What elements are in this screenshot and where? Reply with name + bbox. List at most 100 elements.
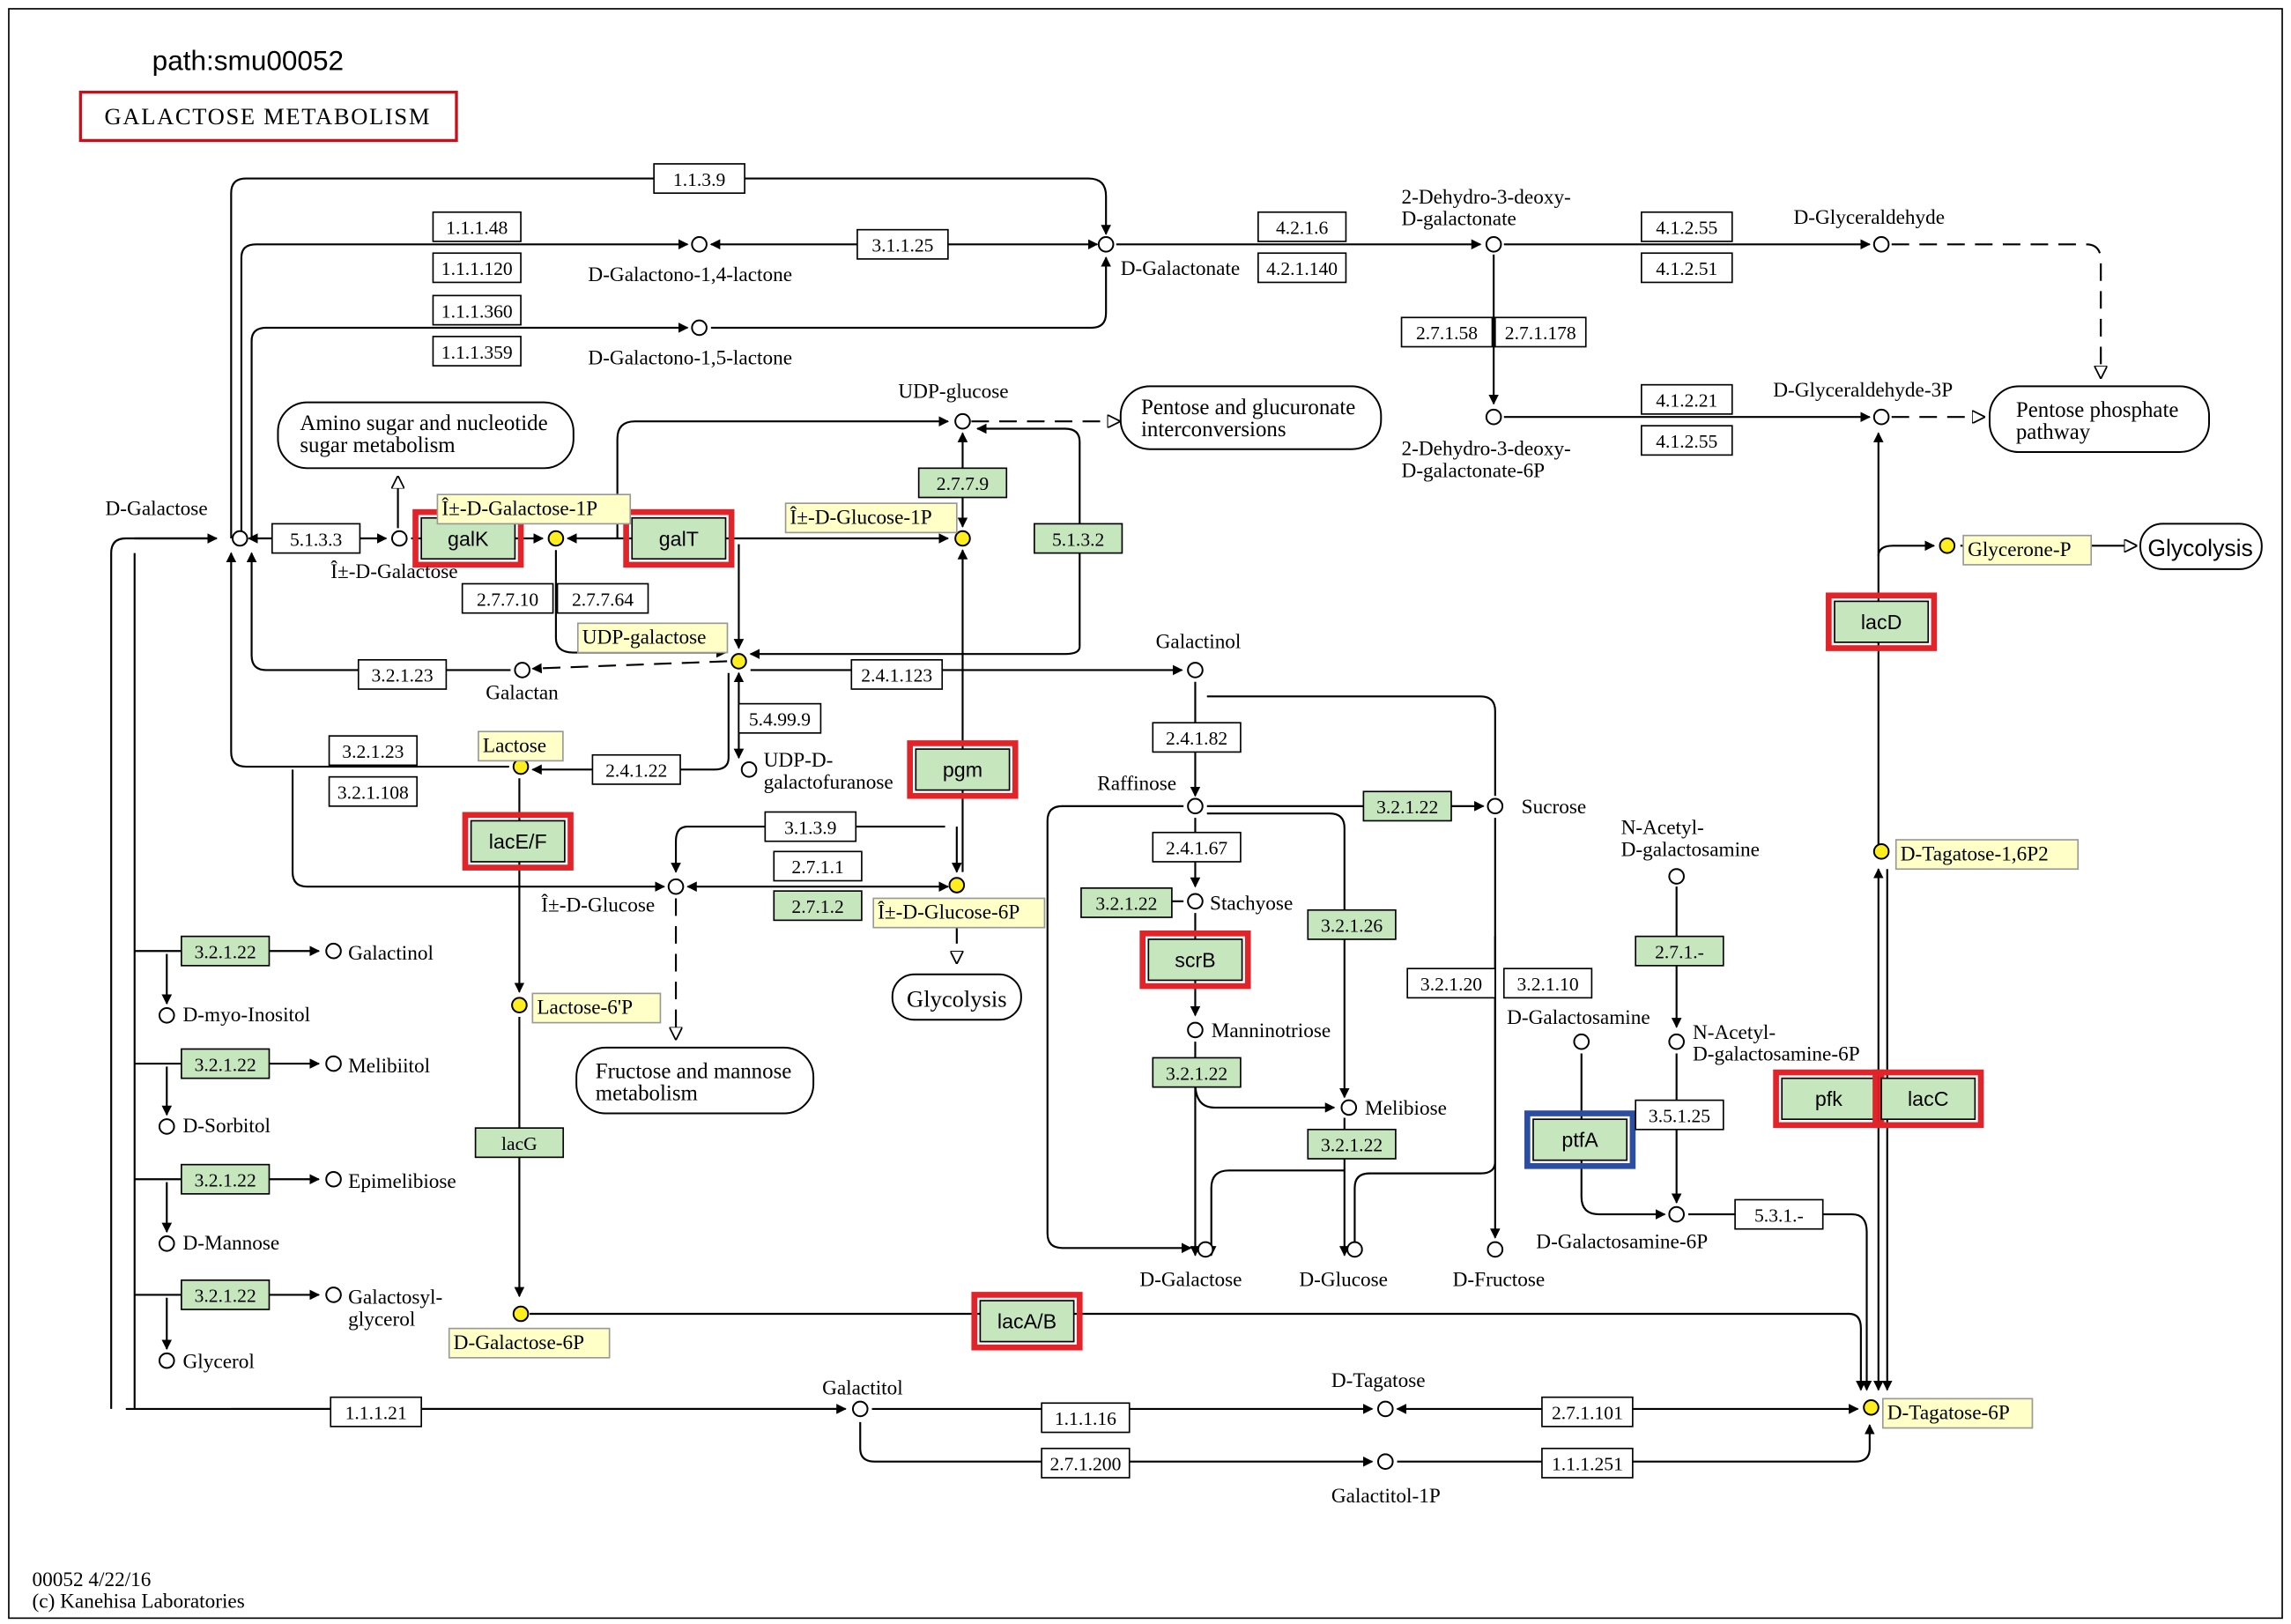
- compound-d_sorbitol[interactable]: D-Sorbitol: [158, 1115, 271, 1138]
- compound-node[interactable]: [1197, 1241, 1214, 1258]
- enzyme-e2779[interactable]: 2.7.7.9: [917, 467, 1008, 499]
- compound-node[interactable]: [1187, 662, 1204, 679]
- enzyme-e11148[interactable]: 1.1.1.48: [432, 211, 522, 242]
- compound-node[interactable]: [1487, 797, 1504, 815]
- compound-node[interactable]: [1487, 1241, 1504, 1258]
- enzyme-lacG[interactable]: lacG: [474, 1127, 565, 1159]
- enzyme-e41251[interactable]: 4.1.2.51: [1641, 252, 1733, 284]
- enzyme-e2712[interactable]: 2.7.1.2: [773, 890, 863, 922]
- map-pentose-phosphate[interactable]: Pentose phosphate pathway: [1988, 385, 2211, 454]
- compound-node[interactable]: [730, 653, 747, 670]
- enzyme-e32122_mel[interactable]: 3.2.1.22: [1307, 1128, 1397, 1160]
- compound-node[interactable]: [158, 1352, 175, 1369]
- compound-node[interactable]: [1872, 408, 1890, 426]
- compound-node[interactable]: [1872, 235, 1890, 253]
- compound-node[interactable]: [511, 997, 528, 1013]
- compound-node[interactable]: [954, 530, 971, 547]
- compound-d_galactose_6p[interactable]: D-Galactose-6P: [448, 1305, 611, 1359]
- compound-node[interactable]: [740, 761, 758, 778]
- compound-galactitol_1p[interactable]: Galactitol-1P: [1331, 1453, 1441, 1508]
- compound-a_d_glucose[interactable]: Î±-D-Glucose: [541, 878, 685, 917]
- enzyme-e27764[interactable]: 2.7.7.64: [556, 582, 649, 614]
- enzyme-e32122_suc[interactable]: 3.2.1.22: [1362, 790, 1452, 822]
- enzyme-e54999[interactable]: 5.4.99.9: [738, 702, 822, 734]
- enzyme-e111359[interactable]: 1.1.1.359: [432, 336, 522, 367]
- enzyme-e421140[interactable]: 4.2.1.140: [1257, 252, 1347, 284]
- compound-d_galactosamine_6p[interactable]: D-Galactosamine-6P: [1536, 1205, 1708, 1253]
- enzyme-e11116[interactable]: 1.1.1.16: [1041, 1402, 1131, 1434]
- compound-node[interactable]: [1346, 1241, 1363, 1258]
- compound-d_fructose[interactable]: D-Fructose: [1453, 1241, 1546, 1292]
- compound-node[interactable]: [1668, 1033, 1685, 1050]
- compound-d_tagatose_16p2[interactable]: D-Tagatose-1,6P2: [1872, 839, 2080, 871]
- compound-galactinol_left[interactable]: Galactinol: [325, 942, 434, 965]
- enzyme-e271dash[interactable]: 2.7.1.-: [1635, 935, 1724, 967]
- enzyme-e531dash[interactable]: 5.3.1.-: [1734, 1198, 1824, 1230]
- compound-stachyose[interactable]: Stachyose: [1187, 893, 1293, 916]
- enzyme-e32126[interactable]: 3.2.1.26: [1307, 908, 1397, 940]
- compound-node[interactable]: [1872, 843, 1890, 860]
- compound-node[interactable]: [390, 530, 408, 547]
- enzyme-e321108[interactable]: 3.2.1.108: [328, 775, 419, 807]
- compound-melibiose[interactable]: Melibiose: [1340, 1097, 1447, 1120]
- enzyme-e5132[interactable]: 5.1.3.2: [1033, 523, 1123, 554]
- compound-dehydro_gal[interactable]: 2-Dehydro-3-deoxy-D-galactonate: [1402, 186, 1571, 253]
- map-glycolysis-mid[interactable]: Glycolysis: [891, 973, 1022, 1021]
- compound-galactosyl_glycerol[interactable]: Galactosyl-glycerol: [325, 1286, 442, 1331]
- compound-d_galactono_14[interactable]: D-Galactono-1,4-lactone: [588, 235, 792, 286]
- enzyme-e271101[interactable]: 2.7.1.101: [1541, 1396, 1634, 1427]
- compound-node[interactable]: [1668, 1205, 1685, 1223]
- enzyme-e271178[interactable]: 2.7.1.178: [1494, 316, 1587, 348]
- compound-node[interactable]: [514, 662, 531, 679]
- compound-node[interactable]: [158, 1006, 175, 1024]
- compound-d_galactosamine[interactable]: D-Galactosamine: [1507, 1006, 1650, 1050]
- compound-d_galactose_left[interactable]: D-Galactose: [106, 497, 248, 547]
- enzyme-e35125[interactable]: 3.5.1.25: [1635, 1099, 1724, 1131]
- compound-node[interactable]: [158, 1235, 175, 1252]
- compound-node[interactable]: [325, 1055, 342, 1072]
- compound-node[interactable]: [512, 1305, 530, 1323]
- enzyme-ptfA[interactable]: ptfA: [1524, 1110, 1636, 1169]
- compound-node[interactable]: [1187, 797, 1204, 815]
- enzyme-e4216[interactable]: 4.2.1.6: [1257, 211, 1347, 242]
- compound-myo_inositol[interactable]: D-myo-Inositol: [158, 1004, 310, 1027]
- compound-a_d_galactose[interactable]: Î±-D-Galactose: [330, 530, 458, 583]
- enzyme-scrB[interactable]: scrB: [1139, 930, 1251, 990]
- compound-d_glucose_bottom[interactable]: D-Glucose: [1299, 1241, 1388, 1292]
- compound-node[interactable]: [667, 878, 685, 895]
- compound-node[interactable]: [1863, 1398, 1880, 1416]
- compound-lactose_6p[interactable]: Lactose-6'P: [511, 992, 662, 1024]
- enzyme-e32122_l1[interactable]: 3.2.1.22: [181, 935, 271, 967]
- compound-node[interactable]: [954, 412, 971, 430]
- compound-a_d_galactose_1p[interactable]: Î±-D-Galactose-1P: [436, 493, 632, 547]
- enzyme-lacC[interactable]: lacC: [1872, 1069, 1984, 1129]
- enzyme-e31125[interactable]: 3.1.1.25: [856, 228, 949, 260]
- enzyme-lacD[interactable]: lacD: [1826, 592, 1938, 651]
- enzyme-e41255_top[interactable]: 4.1.2.55: [1641, 211, 1733, 242]
- compound-node[interactable]: [1187, 1021, 1204, 1039]
- compound-melibiitol[interactable]: Melibiitol: [325, 1055, 430, 1078]
- enzyme-e41255_bot[interactable]: 4.1.2.55: [1641, 425, 1733, 456]
- compound-a_d_glucose_1p[interactable]: Î±-D-Glucose-1P: [784, 502, 971, 547]
- compound-node[interactable]: [691, 235, 708, 253]
- enzyme-e3139_mid[interactable]: 3.1.3.9: [764, 811, 857, 842]
- enzyme-e111120[interactable]: 1.1.1.120: [432, 252, 522, 284]
- compound-node[interactable]: [1187, 893, 1204, 910]
- enzyme-e27158[interactable]: 2.7.1.58: [1400, 316, 1494, 348]
- compound-node[interactable]: [1939, 538, 1956, 554]
- enzyme-e24167[interactable]: 2.4.1.67: [1152, 831, 1242, 863]
- compound-d_galactonate[interactable]: D-Galactonate: [1097, 235, 1240, 280]
- compound-glycerol[interactable]: Glycerol: [158, 1350, 255, 1373]
- compound-node[interactable]: [231, 530, 248, 547]
- compound-galactitol[interactable]: Galactitol: [822, 1376, 903, 1418]
- compound-galactan[interactable]: Galactan: [486, 662, 559, 705]
- compound-n_acetyl_gal[interactable]: N-Acetyl-D-galactosamine: [1621, 816, 1760, 885]
- enzyme-e32110[interactable]: 3.2.1.10: [1502, 968, 1593, 999]
- compound-node[interactable]: [691, 319, 708, 337]
- enzyme-e241123[interactable]: 2.4.1.123: [850, 658, 944, 690]
- compound-n_acetyl_gal_6p[interactable]: N-Acetyl-D-galactosamine-6P: [1668, 1021, 1860, 1066]
- compound-node[interactable]: [547, 530, 565, 547]
- enzyme-e32120[interactable]: 3.2.1.20: [1406, 968, 1496, 999]
- enzyme-e32122_l3[interactable]: 3.2.1.22: [181, 1163, 271, 1195]
- compound-node[interactable]: [1097, 235, 1115, 253]
